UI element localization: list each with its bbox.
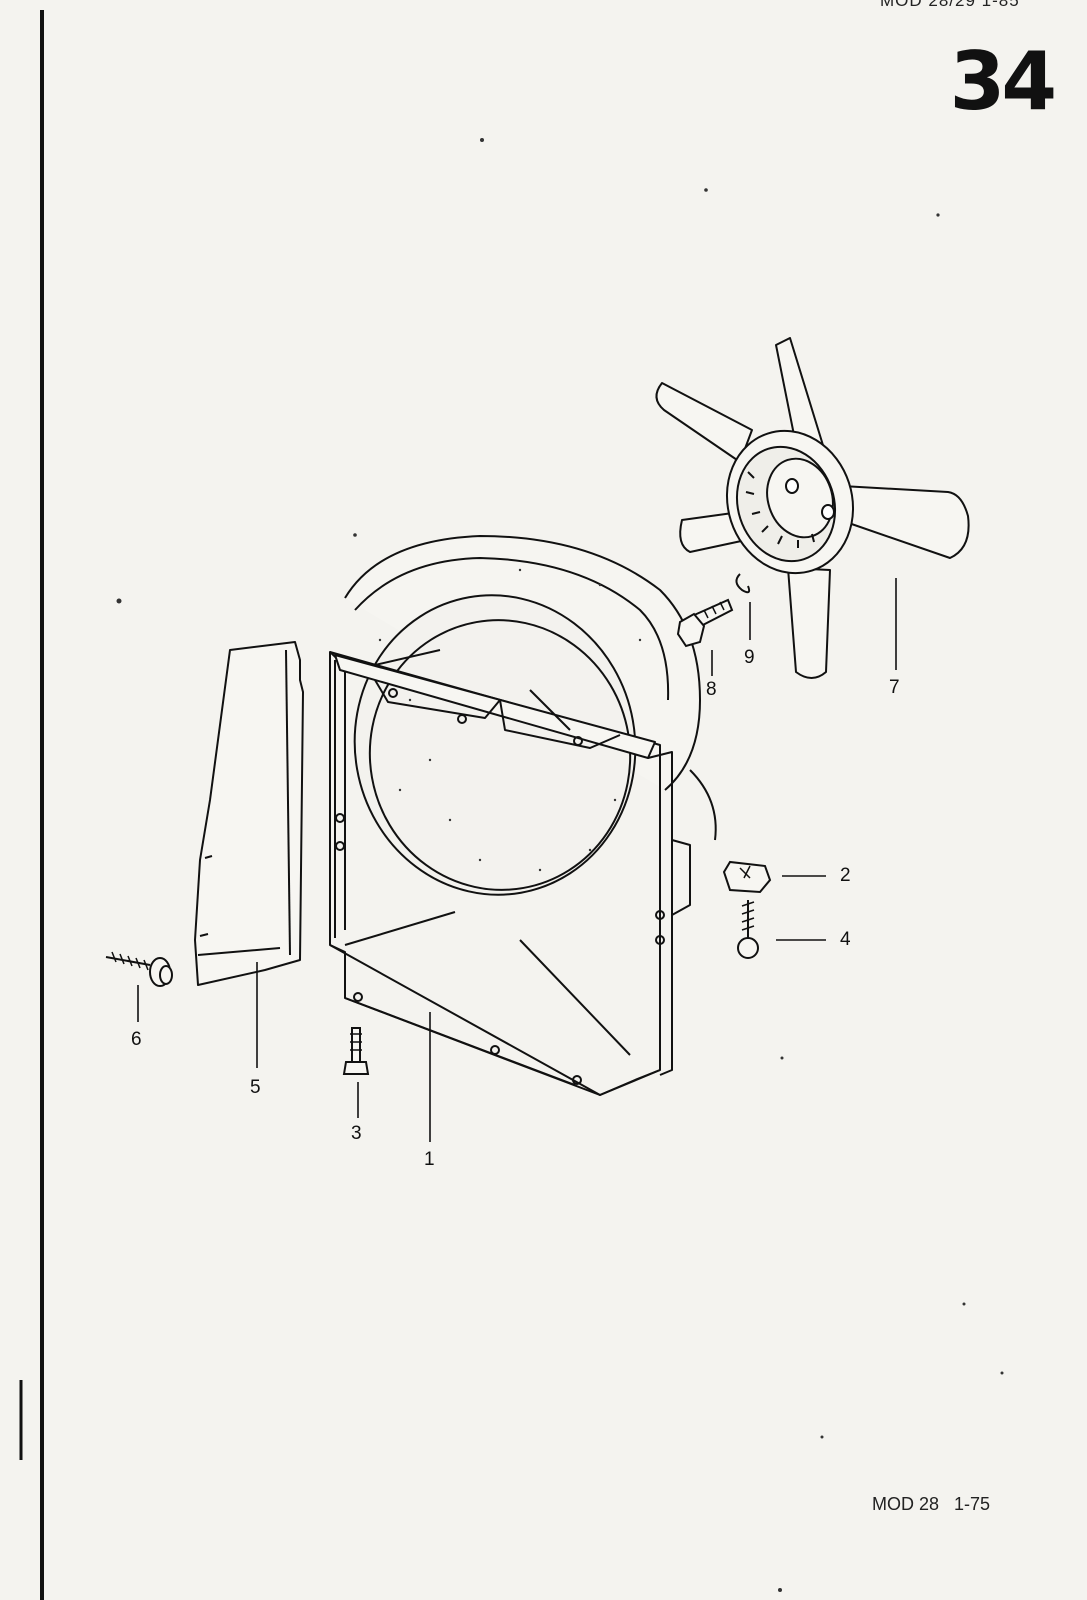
callout-part-3: 3 <box>351 1123 362 1144</box>
side-baffle-plate-icon <box>194 641 304 986</box>
callout-part-6: 6 <box>131 1029 142 1050</box>
callout-part-9: 9 <box>744 647 755 668</box>
cooling-fan-icon <box>655 337 970 679</box>
fan-shroud-icon <box>329 535 717 1096</box>
header-model-code: MOD 28/29 1-85 <box>880 0 1020 10</box>
speed-nut-icon <box>722 860 772 894</box>
callout-part-7: 7 <box>889 677 900 698</box>
callout-leader-lines <box>137 578 897 1142</box>
callout-part-8: 8 <box>706 679 717 700</box>
screw-with-washer-icon <box>105 951 173 987</box>
hex-bolt-icon <box>676 598 734 648</box>
callout-part-4: 4 <box>840 929 851 950</box>
lock-washer-icon <box>735 573 751 594</box>
page-number: 34 <box>949 35 1057 128</box>
callout-part-5: 5 <box>250 1077 261 1098</box>
callout-part-1: 1 <box>424 1149 435 1170</box>
tapping-screw-icon <box>737 900 759 959</box>
callout-part-2: 2 <box>840 865 851 886</box>
hex-bolt-icon <box>342 1027 370 1075</box>
scan-specks <box>116 138 1004 1592</box>
footer-model-code: MOD 28 1-75 <box>872 1494 991 1514</box>
